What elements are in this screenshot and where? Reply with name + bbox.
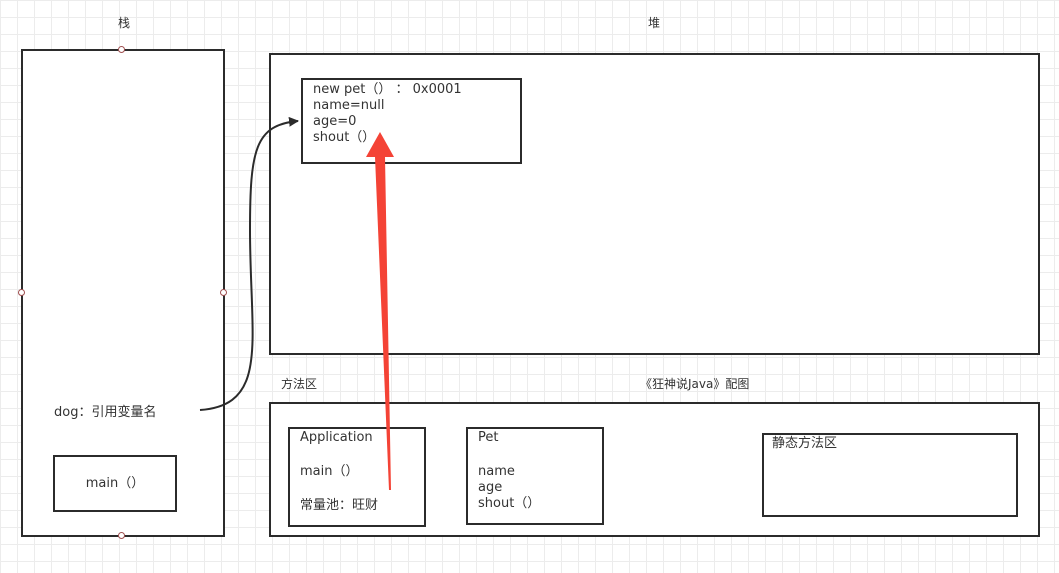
class-method: main（）: [300, 464, 359, 479]
class-field: shout（）: [478, 496, 541, 511]
figure-caption: 《狂神说Java》配图: [640, 377, 750, 391]
object-line: name=null: [313, 98, 385, 113]
main-frame-box[interactable]: main（）: [53, 455, 177, 512]
heap-title: 堆: [648, 16, 661, 30]
object-line: shout（）: [313, 130, 376, 145]
class-field: name: [478, 464, 515, 479]
object-line: new pet（） ： 0x0001: [313, 82, 462, 97]
reference-arrow: [199, 116, 299, 411]
main-frame-label: main（）: [85, 475, 145, 491]
resize-handle-bottom[interactable]: [118, 532, 125, 539]
pet-object-box[interactable]: new pet（） ： 0x0001 name=null age=0 shout…: [301, 78, 522, 164]
class-name: Pet: [478, 430, 499, 445]
constant-pool: 常量池：旺财: [300, 498, 379, 513]
static-method-area-label: 静态方法区: [772, 436, 838, 451]
constant-pool-highlight-arrow: [366, 132, 394, 490]
static-method-area-box[interactable]: 静态方法区: [762, 433, 1018, 517]
application-class-box[interactable]: Application main（） 常量池：旺财: [288, 427, 426, 527]
class-field: age: [478, 480, 503, 495]
object-line: age=0: [313, 114, 357, 129]
resize-handle-top[interactable]: [118, 46, 125, 53]
method-area-title: 方法区: [281, 377, 318, 391]
resize-handle-right[interactable]: [220, 289, 227, 296]
class-name: Application: [300, 430, 373, 445]
stack-title: 栈: [118, 16, 131, 30]
pet-class-box[interactable]: Pet name age shout（）: [466, 427, 604, 525]
stack-variable-label: dog：引用变量名: [54, 405, 157, 420]
resize-handle-left[interactable]: [18, 289, 25, 296]
heap-box[interactable]: [269, 53, 1040, 355]
